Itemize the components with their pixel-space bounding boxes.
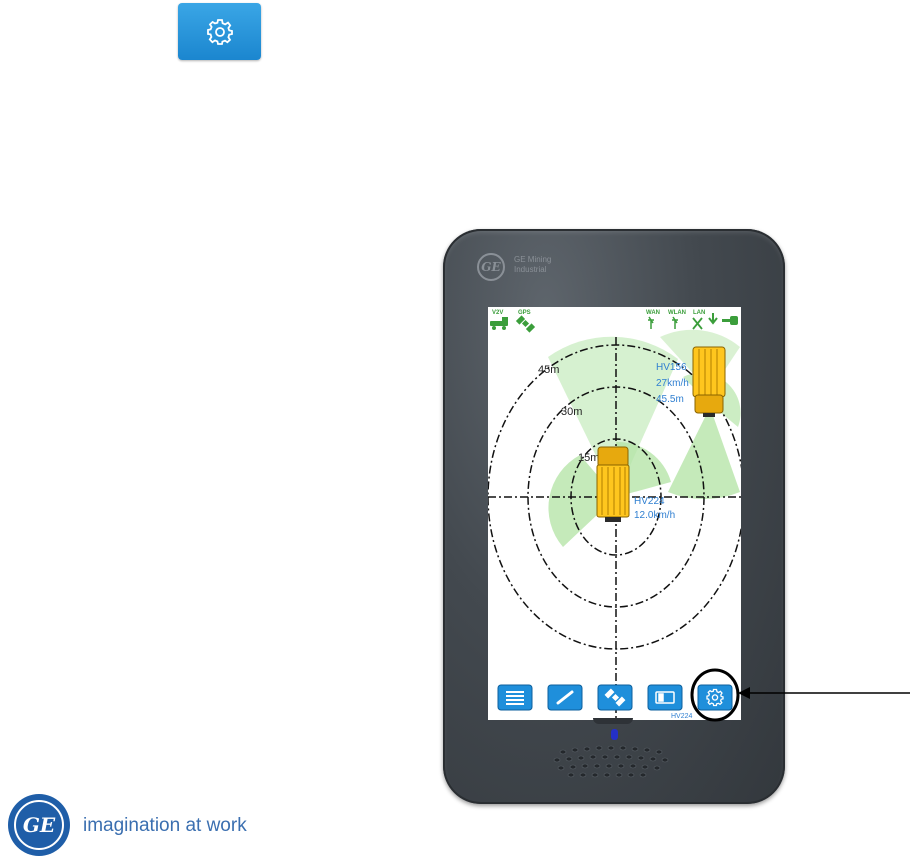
settings-highlight-circle	[692, 670, 738, 720]
tagline: imagination at work	[83, 815, 247, 837]
ge-logo: GE	[8, 794, 70, 856]
ge-logo-monogram: GE	[14, 800, 64, 850]
pointer-arrow	[738, 683, 910, 703]
